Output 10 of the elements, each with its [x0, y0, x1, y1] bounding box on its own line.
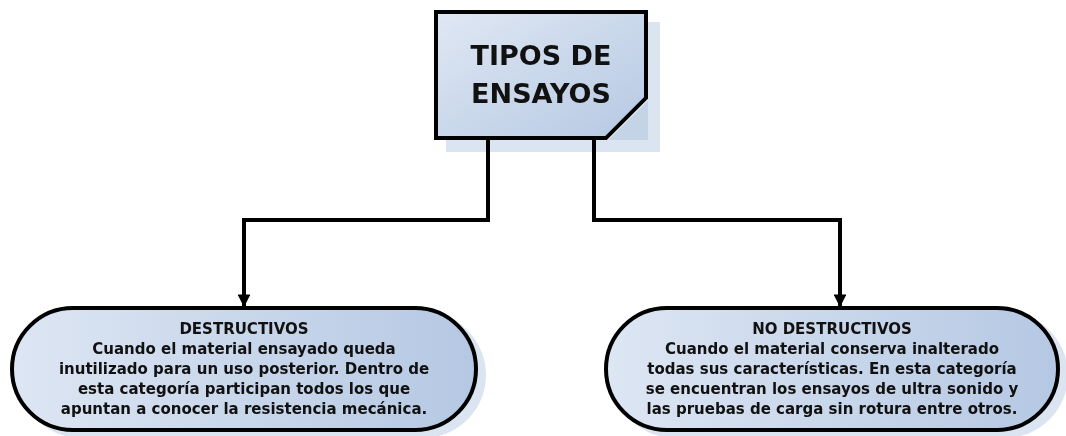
rounded-box	[10, 306, 478, 432]
arrow	[237, 140, 490, 308]
node-description: Cuando el material ensayado queda inutilizado para un uso posterior. Dentro de esta categoría participan todos los que apuntan a conocer la resistencia mecánica.	[57, 339, 431, 419]
rounded-box	[604, 306, 1060, 432]
note-box	[434, 10, 648, 140]
node-title: DESTRUCTIVOS	[179, 319, 309, 339]
node-title: NO DESTRUCTIVOS	[752, 319, 912, 339]
arrow	[592, 140, 847, 308]
node-description: Cuando el material conserva inalterado todas sus características. En esta categoría se encuentran los ensayos de ultra sonido y las pruebas de carga sin rotura entre otros.	[644, 339, 1020, 419]
node-title: TIPOS DE ENSAYOS	[469, 39, 613, 111]
